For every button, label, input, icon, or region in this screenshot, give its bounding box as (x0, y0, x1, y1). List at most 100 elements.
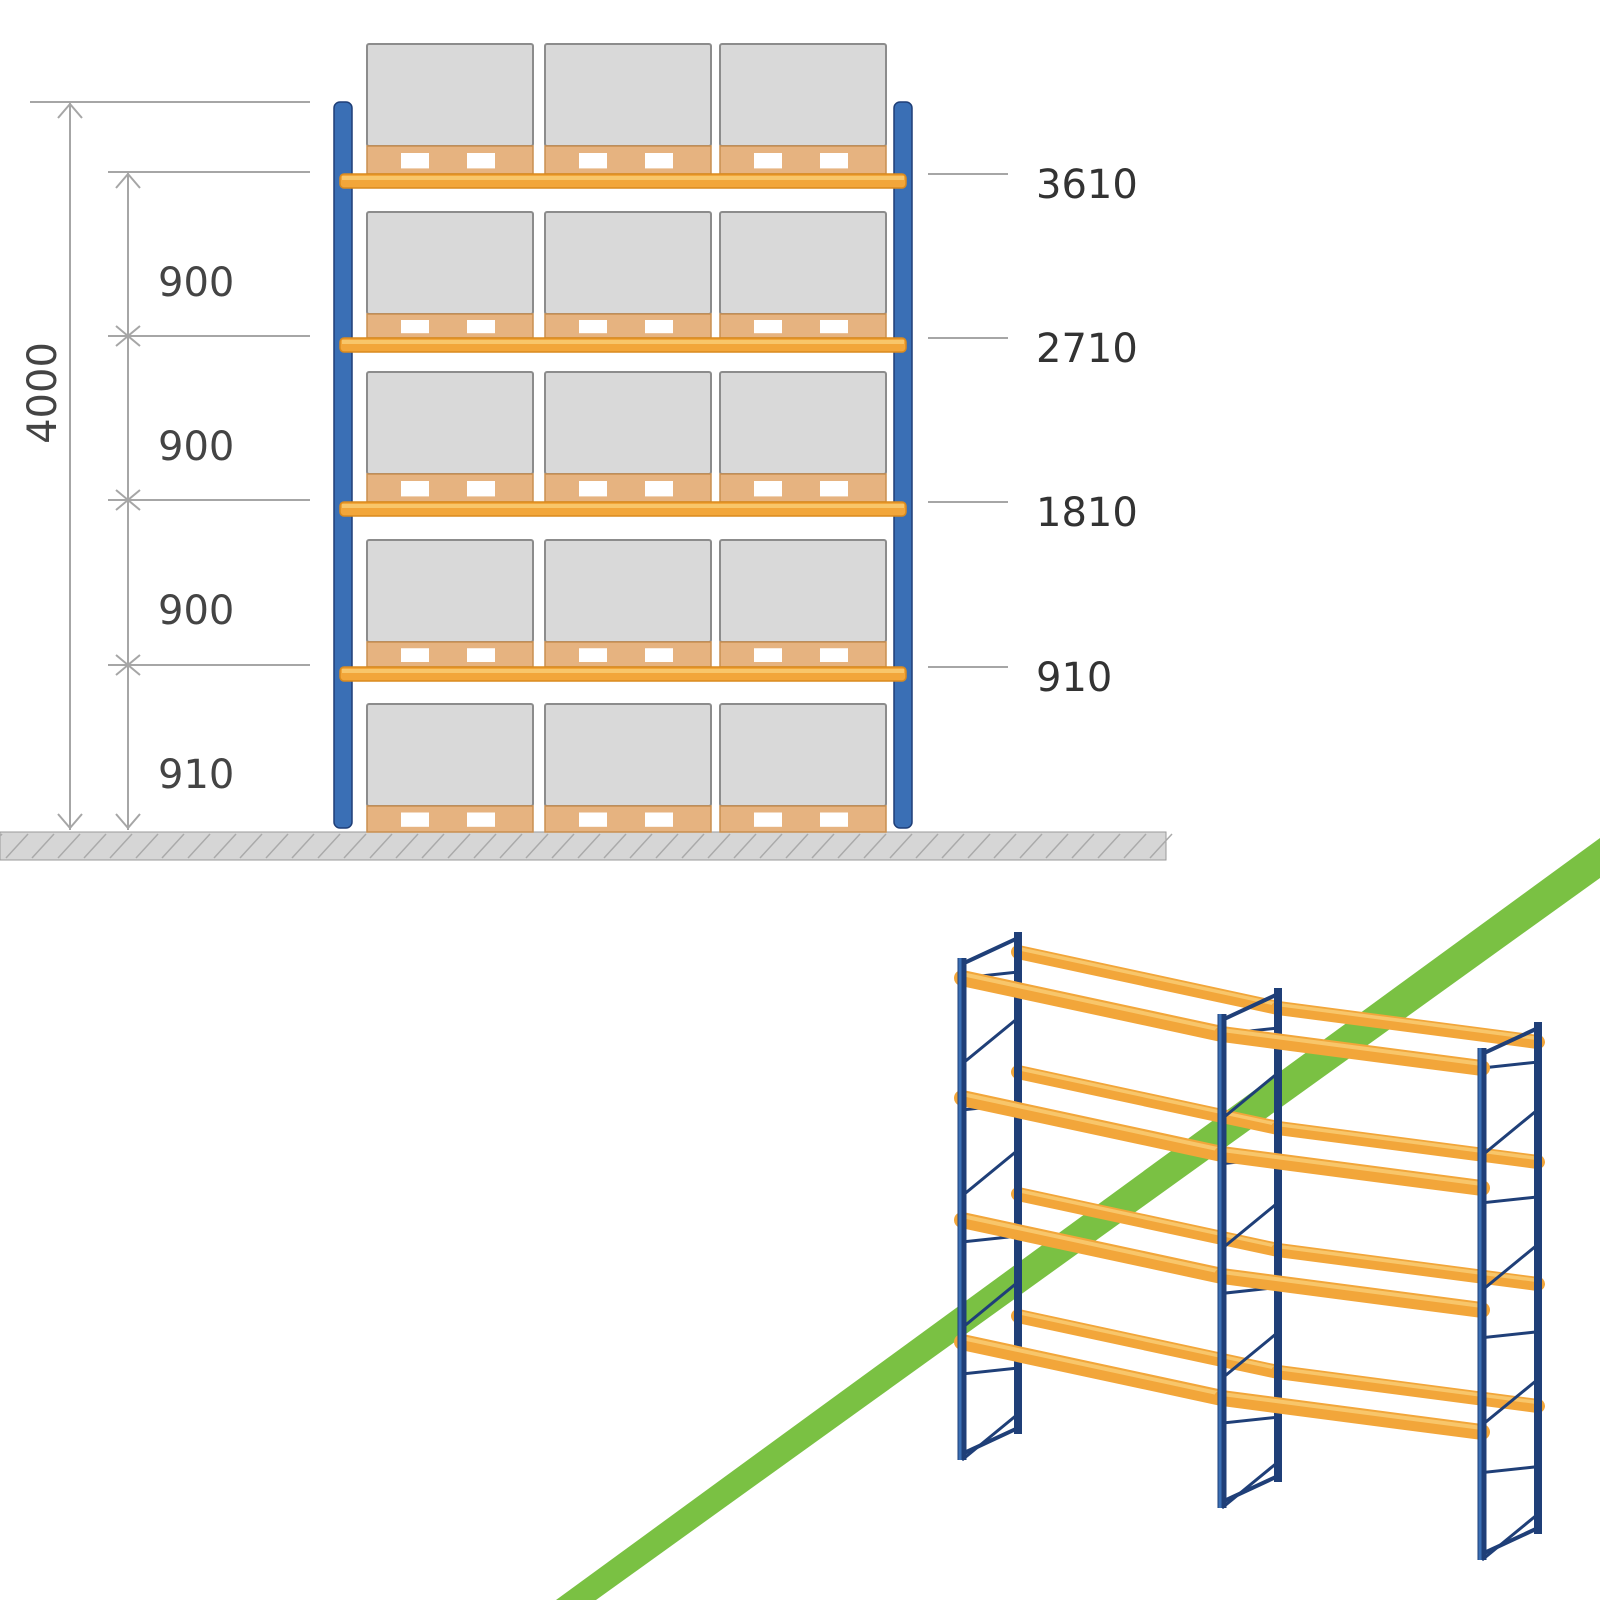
level-label-2710: 2710 (1036, 326, 1138, 372)
floor-hatch-line (213, 833, 237, 859)
upright-right (893, 101, 913, 829)
floor-hatch-line (759, 833, 783, 859)
floor-hatch-line (577, 833, 601, 859)
iso-front-beam (954, 1334, 1230, 1406)
pallet-gap (401, 812, 429, 827)
upright-left (333, 101, 353, 829)
isometric-rack (954, 932, 1545, 1562)
floor-hatch-line (967, 833, 991, 859)
iso-bracing (1480, 1060, 1540, 1562)
floor-hatch-line (1045, 833, 1069, 859)
beam-highlight (342, 340, 904, 344)
floor-hatch-line (1123, 833, 1147, 859)
pallet (366, 313, 534, 339)
load-box (366, 211, 534, 315)
floor-hatch-line (499, 833, 523, 859)
pallet (719, 805, 887, 833)
floor-hatch-line (395, 833, 419, 859)
floor-hatch-line (317, 833, 341, 859)
pallet-gap (579, 812, 607, 827)
iso-front-beam (954, 1212, 1230, 1284)
pallet-gap (820, 481, 848, 497)
iso-back-beam-highlight (1276, 1366, 1540, 1405)
beam-highlight (342, 669, 904, 673)
rack-isometric (556, 838, 1600, 1600)
pallet (366, 805, 534, 833)
iso-front-beam (1214, 1390, 1490, 1440)
iso-tie-bottom (1481, 1526, 1539, 1556)
floor-hatch-line (863, 833, 887, 859)
floor-hatch-line (551, 833, 575, 859)
load-box (366, 539, 534, 643)
level-label-1810: 1810 (1036, 490, 1138, 536)
pallet-gap (579, 648, 607, 662)
level-label-3610: 3610 (1036, 162, 1138, 208)
floor (0, 831, 1173, 861)
iso-back-beam (1271, 1121, 1545, 1169)
load-box (719, 211, 887, 315)
spacing-arrow-bottom (115, 813, 141, 830)
floor-hatch-line (837, 833, 861, 859)
beams (339, 173, 907, 682)
pallet-gap (645, 812, 673, 827)
pallet (544, 641, 712, 668)
load-box (544, 539, 712, 643)
spacing-arrow-top (115, 172, 141, 189)
floor-hatch-line (1019, 833, 1043, 859)
pallet (366, 641, 534, 668)
pallet-gap (401, 648, 429, 662)
iso-front-beam-highlight (1220, 1392, 1484, 1430)
pallet (366, 473, 534, 503)
iso-front-beam-highlight (1220, 1270, 1484, 1308)
floor-hatch-line (889, 833, 913, 859)
floor-hatch-line (941, 833, 965, 859)
iso-front-beam-highlight (1220, 1028, 1484, 1066)
floor-hatch-line (239, 833, 263, 859)
pallet (719, 641, 887, 668)
iso-back-beam-highlight (1016, 1310, 1280, 1371)
pallet-gap (467, 481, 495, 497)
pallet (719, 313, 887, 339)
iso-front-beam (1214, 1026, 1490, 1076)
floor-hatch-line (785, 833, 809, 859)
iso-tie-bottom (961, 1426, 1019, 1456)
floor-hatch-line (603, 833, 627, 859)
iso-front-beam-highlight (960, 1336, 1224, 1396)
load-box (719, 703, 887, 807)
iso-back-beam-highlight (1276, 1122, 1540, 1161)
load-box (544, 703, 712, 807)
pallet-gap (579, 481, 607, 497)
floor-hatch-line (161, 833, 185, 859)
floor-hatch-line (291, 833, 315, 859)
load-box (544, 371, 712, 475)
pallet-gap (467, 320, 495, 334)
green-stripe (556, 838, 1600, 1600)
tick-marks (112, 325, 144, 676)
spacing-label-1: 900 (158, 260, 234, 306)
floor-hatch-line (343, 833, 367, 859)
floor-hatch-line (135, 833, 159, 859)
floor-hatch-line (915, 833, 939, 859)
floor-hatch-line (1097, 833, 1121, 859)
spacing-label-2: 900 (158, 424, 234, 470)
pallet-gap (645, 153, 673, 169)
pallet-gap (467, 153, 495, 169)
rack-elevation: 4000 900 900 900 910 3610 2710 1810 910 (0, 43, 1173, 861)
floor-hatch-line (31, 833, 55, 859)
level-label-910: 910 (1036, 655, 1112, 701)
floor-hatch-line (447, 833, 471, 859)
load-box (366, 703, 534, 807)
iso-front-beam-highlight (960, 1092, 1224, 1152)
pallet-gap (754, 320, 782, 334)
iso-front-beam (954, 1090, 1230, 1162)
pallet-gap (579, 320, 607, 334)
iso-back-beam-highlight (1016, 946, 1280, 1007)
floor-slab (0, 831, 1167, 861)
pallet-gap (401, 153, 429, 169)
pallet-gap (820, 648, 848, 662)
beam-highlight (342, 504, 904, 508)
floor-hatch-line (1071, 833, 1095, 859)
iso-front-beam-highlight (960, 972, 1224, 1032)
beam-highlight (342, 176, 904, 180)
